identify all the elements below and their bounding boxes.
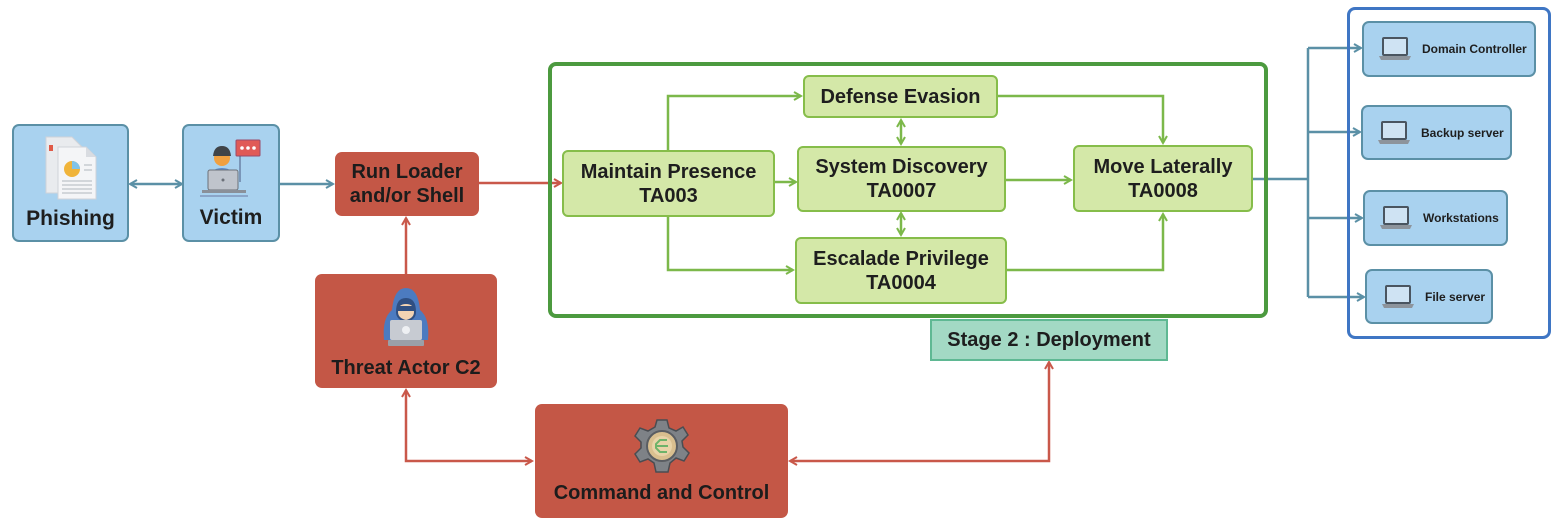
- escalade-privilege-line2: TA0004: [866, 271, 936, 294]
- threat-actor-label: Threat Actor C2: [331, 356, 481, 379]
- edge-maintain-defense: [666, 96, 801, 150]
- stage2-label-text: Stage 2 : Deployment: [947, 329, 1151, 351]
- target-backup-server[interactable]: Backup server: [1361, 105, 1512, 160]
- phishing-node[interactable]: Phishing: [12, 124, 129, 242]
- gear-icon: [633, 417, 691, 480]
- move-laterally-node[interactable]: Move Laterally TA0008: [1073, 145, 1253, 212]
- target-file-server[interactable]: File server: [1365, 269, 1493, 324]
- target-workstations[interactable]: Workstations: [1363, 190, 1508, 246]
- stage2-frame: [548, 62, 1268, 318]
- edge-escalade-movelaterally: [1007, 214, 1163, 272]
- edge-c2-stage2: [790, 362, 1049, 461]
- maintain-presence-line2: TA003: [639, 184, 698, 207]
- victim-label: Victim: [199, 206, 263, 229]
- laptop-icon: [1378, 120, 1410, 144]
- edge-c2-threatactor: [406, 390, 532, 461]
- documents-icon: [40, 135, 102, 206]
- escalade-privilege-node[interactable]: Escalade Privilege TA0004: [795, 237, 1007, 304]
- laptop-icon: [1379, 37, 1411, 60]
- target-label: File server: [1425, 289, 1486, 304]
- run-loader-line1: Run Loader: [351, 161, 463, 183]
- laptop-icon: [1382, 284, 1414, 308]
- move-laterally-line1: Move Laterally: [1093, 155, 1233, 178]
- targets-frame: [1347, 7, 1551, 339]
- hooded-hacker-icon: [374, 282, 438, 355]
- victim-node[interactable]: Victim: [182, 124, 280, 242]
- system-discovery-line2: TA0007: [866, 180, 937, 202]
- maintain-presence-line1: Maintain Presence: [580, 160, 757, 183]
- stage2-label: Stage 2 : Deployment: [930, 319, 1168, 361]
- escalade-privilege-line1: Escalade Privilege: [813, 247, 989, 270]
- defense-evasion-line1: Defense Evasion: [820, 85, 981, 108]
- user-laptop-chat-icon: [198, 136, 264, 205]
- system-discovery-line1: System Discovery: [815, 156, 988, 178]
- target-label: Workstations: [1423, 211, 1499, 225]
- command-control-node[interactable]: Command and Control: [535, 404, 788, 518]
- target-domain-controller[interactable]: Domain Controller: [1362, 21, 1536, 77]
- target-label: Backup server: [1421, 125, 1504, 140]
- laptop-icon: [1380, 206, 1412, 229]
- run-loader-line2: and/or Shell: [349, 185, 465, 207]
- maintain-presence-node[interactable]: Maintain Presence TA003: [562, 150, 775, 217]
- system-discovery-node[interactable]: System Discovery TA0007: [797, 146, 1006, 212]
- edge-maintain-escalade: [666, 217, 793, 270]
- run-loader-node[interactable]: Run Loader and/or Shell: [335, 152, 479, 216]
- threat-actor-node[interactable]: Threat Actor C2: [315, 274, 497, 388]
- move-laterally-line2: TA0008: [1128, 179, 1198, 202]
- edge-defense-movelaterally: [998, 94, 1163, 143]
- command-control-label: Command and Control: [553, 481, 770, 504]
- phishing-label: Phishing: [26, 207, 115, 230]
- target-label: Domain Controller: [1422, 42, 1527, 56]
- defense-evasion-node[interactable]: Defense Evasion: [803, 75, 998, 118]
